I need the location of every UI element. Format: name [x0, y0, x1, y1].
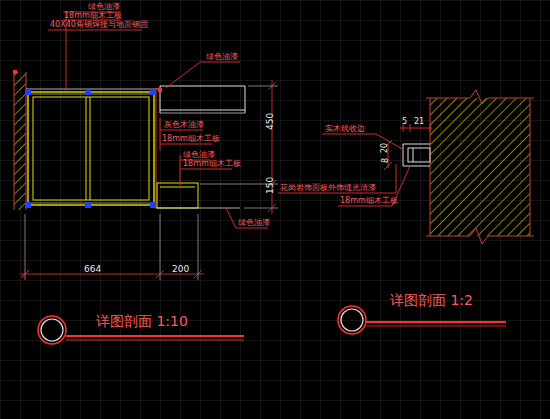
- callout-note: 18mm细木工板: [183, 160, 241, 168]
- callout-note: 绿色油漆: [88, 3, 120, 11]
- callout-note: 实木线收边: [325, 125, 365, 133]
- callout-note: 花岗岩饰面板外饰缝光清漆: [280, 184, 376, 192]
- section-1-10: [13, 70, 245, 210]
- dimension: 450: [266, 113, 275, 130]
- dimension: 20: [381, 143, 389, 153]
- drawing-title: 详图剖面 1:2: [390, 293, 473, 307]
- callout-note: 18mm细木工板: [64, 12, 122, 20]
- dimension: 21: [414, 118, 424, 126]
- dimension: 150: [266, 177, 275, 194]
- callout-note: 绿色油漆: [238, 219, 270, 227]
- callout-note: 40X40角钢焊接与地面钢固: [50, 21, 148, 29]
- dimension: 664: [84, 265, 101, 274]
- callout-note: 绿色油漆: [183, 151, 215, 159]
- leader-lines-detail: [278, 124, 432, 206]
- callout-note: 灰色木油漆: [164, 121, 204, 129]
- callout-note: 18mm细木工板: [340, 197, 398, 205]
- callout-note: 18mm细木工板: [162, 135, 220, 143]
- section-1-2: [403, 90, 534, 244]
- dimension: 5: [402, 118, 407, 126]
- callout-note: 绿色油漆: [206, 53, 238, 61]
- title-symbols: [38, 306, 506, 344]
- leader-lines: [48, 12, 268, 228]
- dimension-lines: [20, 80, 278, 280]
- drawing-title: 详图剖面 1:10: [96, 314, 188, 328]
- dimension: 200: [172, 265, 189, 274]
- dimension: 8: [382, 158, 390, 163]
